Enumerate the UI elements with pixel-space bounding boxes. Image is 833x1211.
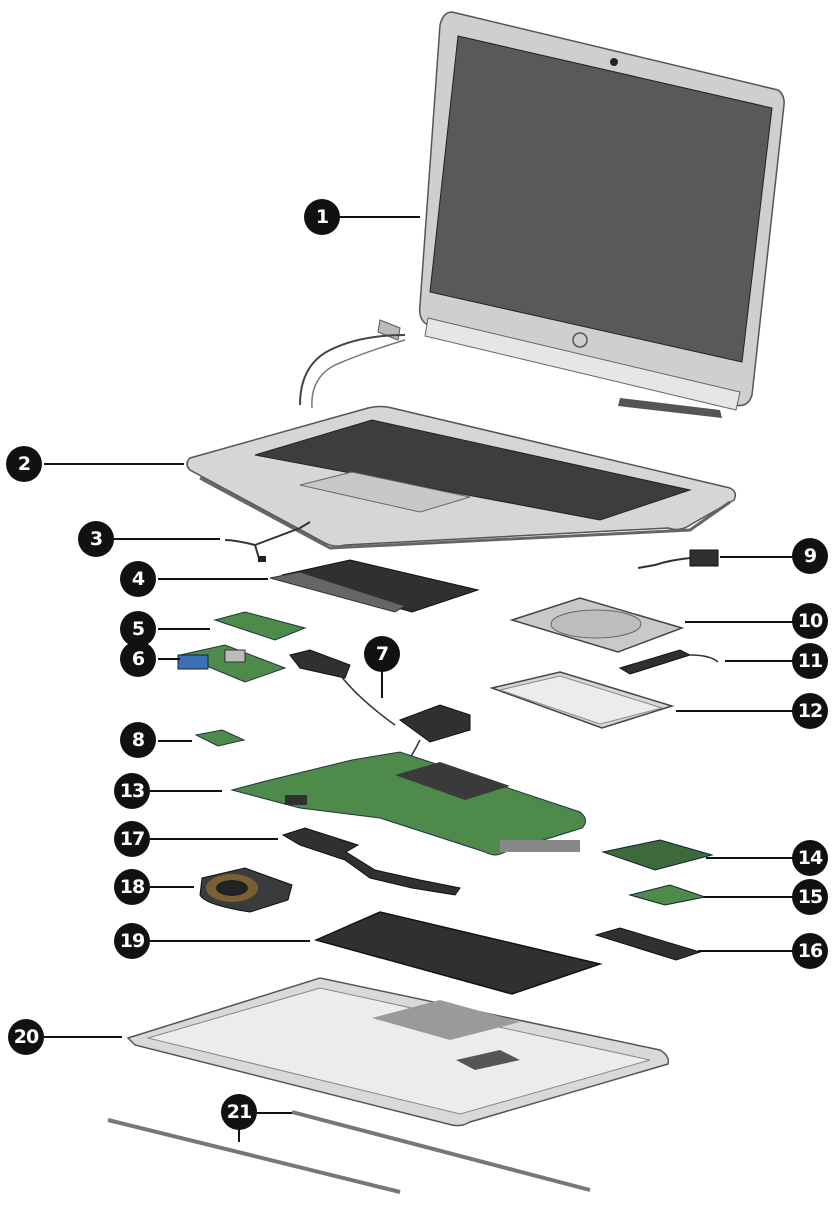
leader-line-10 xyxy=(685,621,795,623)
touchpad-assembly xyxy=(269,559,480,613)
io-board xyxy=(177,644,287,683)
leader-line-18 xyxy=(150,886,194,888)
leader-line-7 xyxy=(381,668,383,698)
callout-12: 12 xyxy=(792,693,828,729)
callout-20: 20 xyxy=(8,1019,44,1055)
touchpad-cable xyxy=(224,521,311,563)
leader-line-16 xyxy=(698,950,794,952)
callout-21: 21 xyxy=(221,1094,257,1130)
fan xyxy=(199,867,293,913)
leader-line-19 xyxy=(150,940,310,942)
callout-5: 5 xyxy=(120,611,156,647)
callout-11: 11 xyxy=(792,643,828,679)
leader-line-2 xyxy=(44,463,184,465)
leader-line-21 xyxy=(238,1128,240,1142)
callout-2: 2 xyxy=(6,446,42,482)
hard-drive-bracket xyxy=(489,671,675,729)
callout-14: 14 xyxy=(792,840,828,876)
leader-line-13 xyxy=(150,790,222,792)
callout-7: 7 xyxy=(364,636,400,672)
callout-1: 1 xyxy=(304,199,340,235)
leader-line-20 xyxy=(44,1036,122,1038)
callout-3: 3 xyxy=(78,521,114,557)
callout-18: 18 xyxy=(114,869,150,905)
leader-line-8 xyxy=(158,740,192,742)
callout-6: 6 xyxy=(120,641,156,677)
heat-sink xyxy=(281,827,461,896)
solid-state-drive xyxy=(594,927,702,961)
leader-line-14 xyxy=(706,857,794,859)
wlan-module xyxy=(194,729,246,747)
callout-16: 16 xyxy=(792,933,828,969)
small-board xyxy=(213,611,307,641)
system-board xyxy=(230,751,586,856)
leader-line-11 xyxy=(725,660,795,662)
leader-line-15 xyxy=(704,896,794,898)
leader-line-12 xyxy=(676,710,794,712)
callout-10: 10 xyxy=(792,603,828,639)
leader-line-6 xyxy=(158,658,180,660)
leader-line-1 xyxy=(338,216,420,218)
wwan-module xyxy=(628,884,707,906)
memory-module xyxy=(601,839,714,871)
hard-drive xyxy=(509,597,685,653)
speakers xyxy=(289,649,471,773)
power-connector xyxy=(637,549,719,569)
leader-line-17 xyxy=(150,838,278,840)
callout-15: 15 xyxy=(792,879,828,915)
leader-line-4 xyxy=(158,578,268,580)
rubber-feet xyxy=(107,1110,591,1194)
leader-line-21b xyxy=(256,1112,292,1114)
leader-line-9 xyxy=(720,556,798,558)
callout-17: 17 xyxy=(114,821,150,857)
battery xyxy=(313,911,603,995)
callout-4: 4 xyxy=(120,561,156,597)
leader-line-5 xyxy=(158,628,210,630)
top-cover-keyboard xyxy=(186,405,737,550)
button-board xyxy=(618,649,719,675)
callout-8: 8 xyxy=(120,722,156,758)
callout-19: 19 xyxy=(114,923,150,959)
bottom-cover xyxy=(126,977,670,1127)
leader-line-3 xyxy=(114,538,220,540)
callout-9: 9 xyxy=(792,538,828,574)
callout-13: 13 xyxy=(114,773,150,809)
display-assembly xyxy=(299,11,785,418)
